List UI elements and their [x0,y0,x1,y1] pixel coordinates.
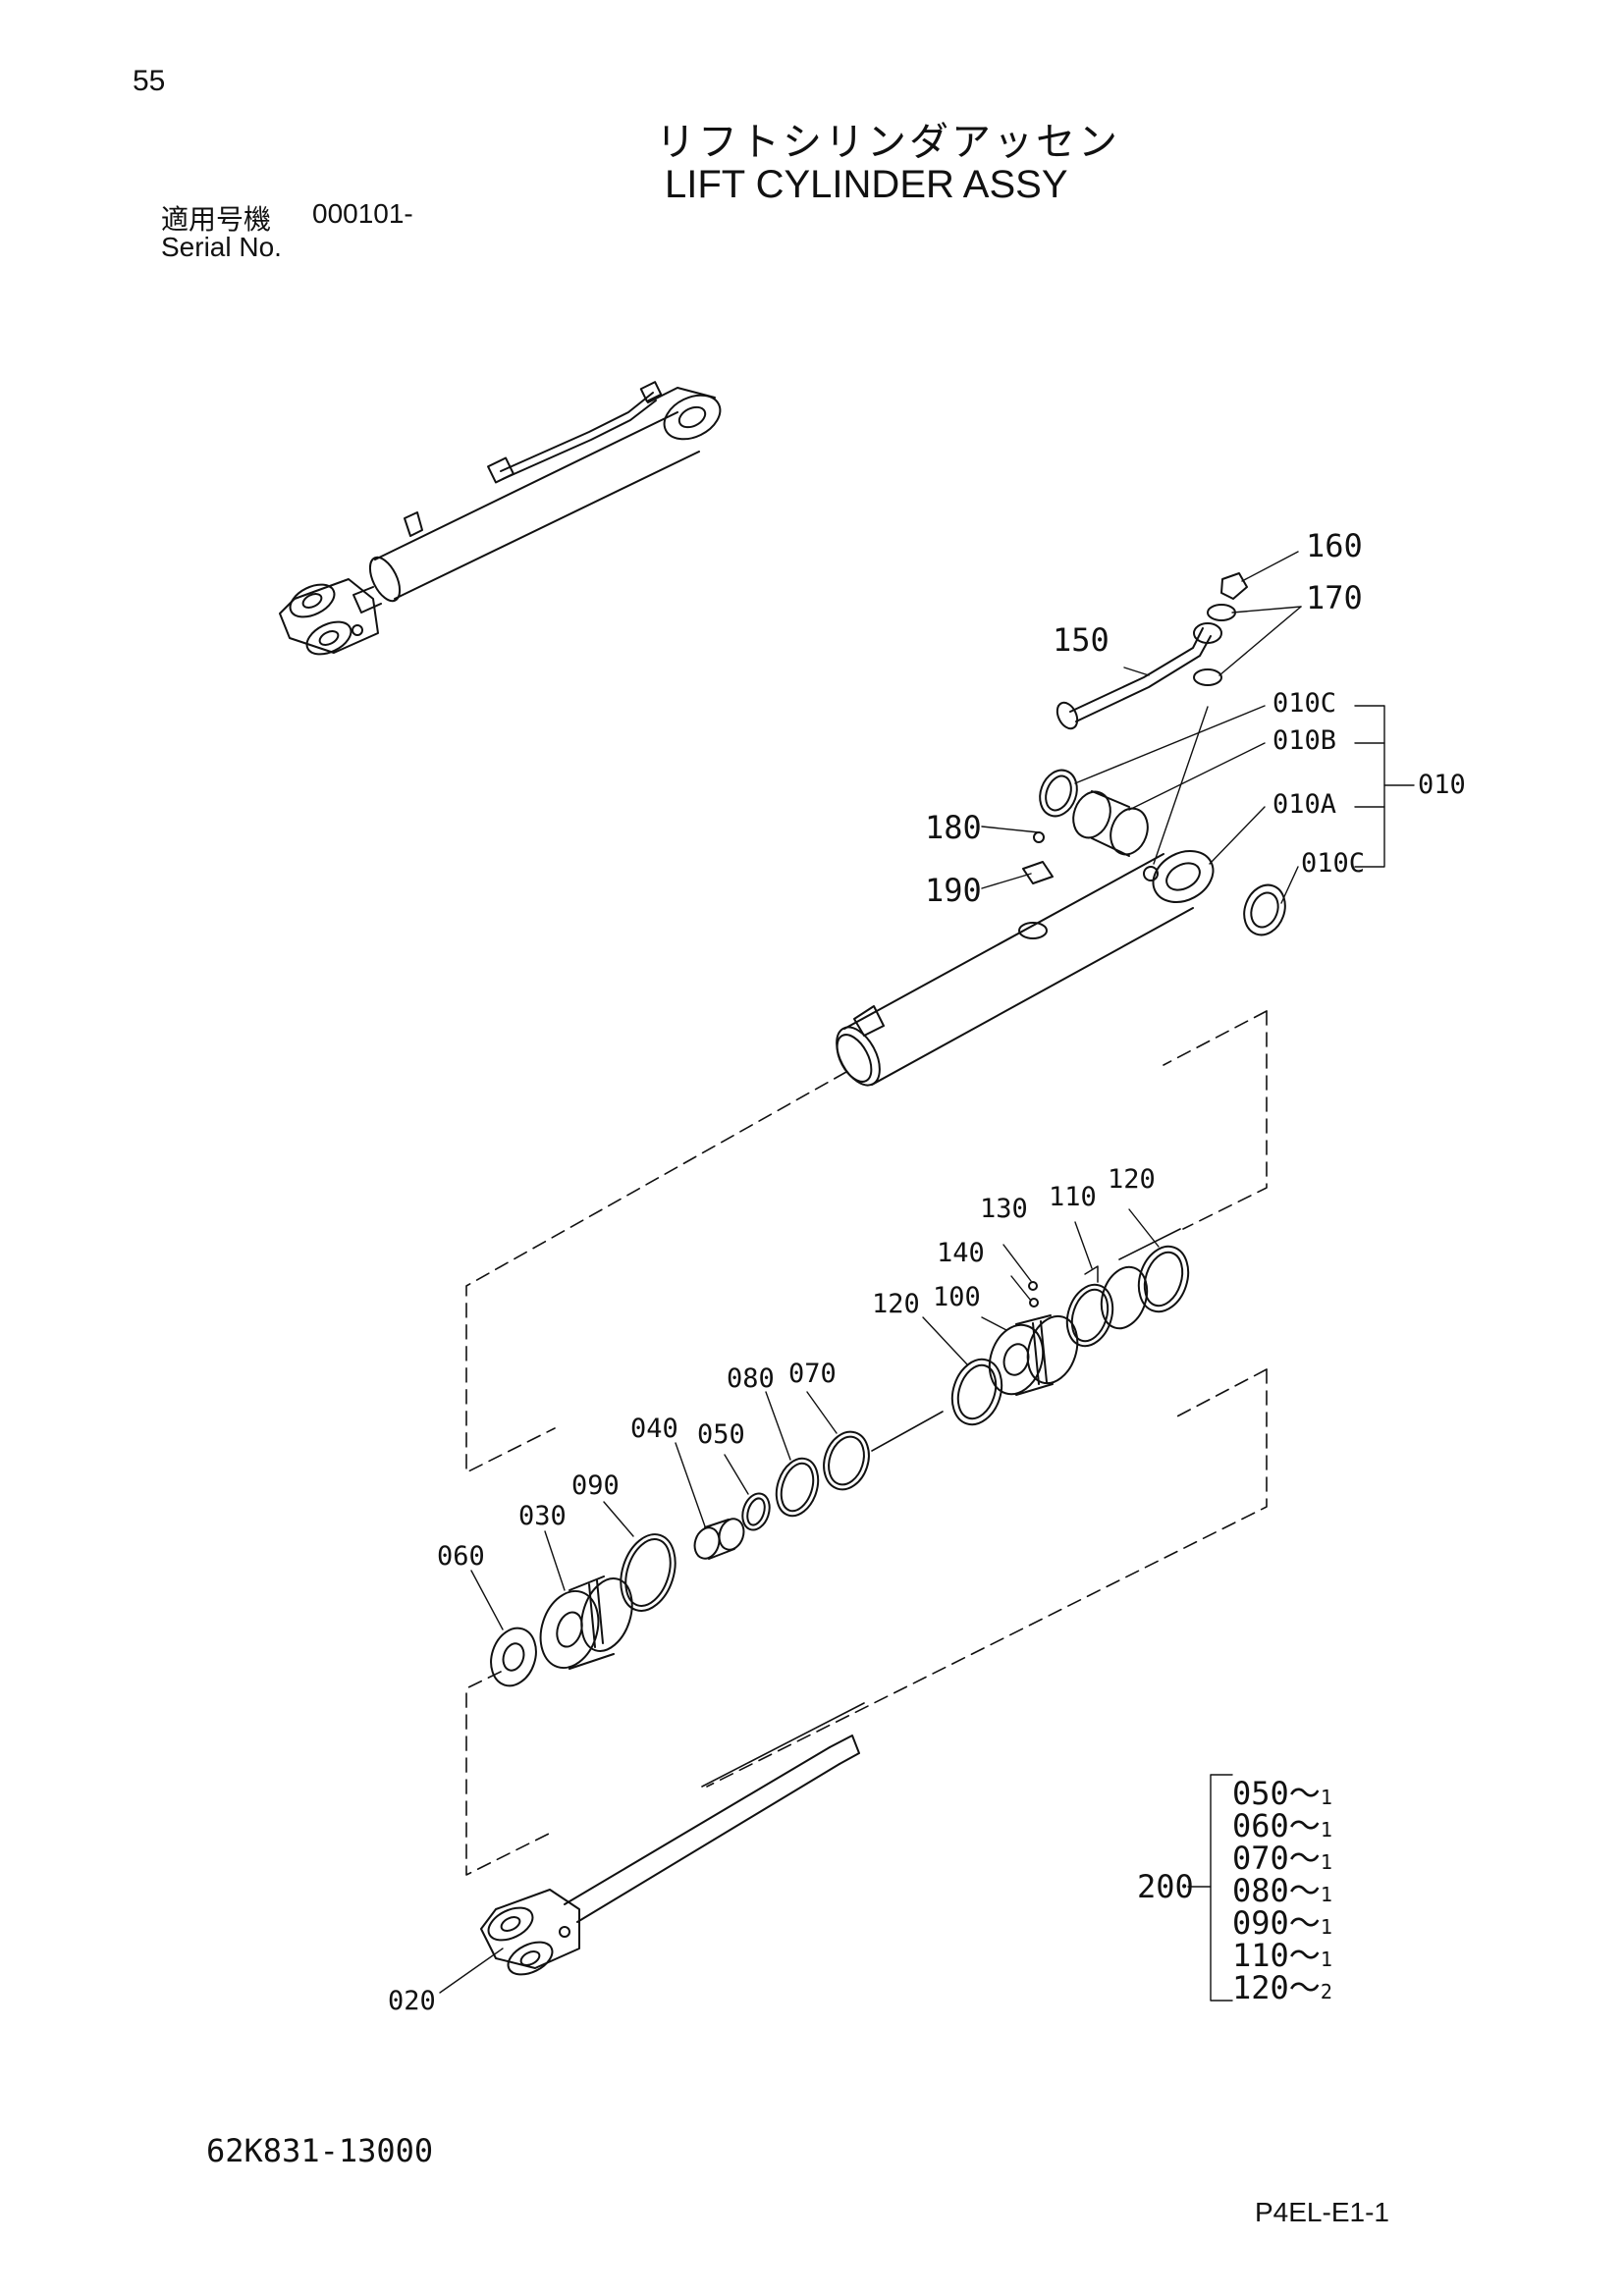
callout-120-right: 120 [1108,1164,1156,1195]
callout-170: 170 [1306,579,1363,616]
callout-030: 030 [518,1501,567,1531]
seal-010c-lower [1243,883,1286,936]
part-code: 62K831-13000 [206,2132,434,2169]
piston-rod-020 [480,1735,860,1976]
ring-110-a [1065,1283,1114,1348]
seal-kit-item-050: 050～1 [1232,1775,1332,1812]
callout-010a: 010A [1272,789,1336,820]
ring-080 [775,1457,820,1518]
callout-180: 180 [925,809,982,846]
seal-050 [741,1492,771,1531]
seal-kit-item-070: 070～1 [1232,1840,1332,1877]
rod-cover-030 [539,1575,633,1670]
callout-120-left: 120 [872,1289,920,1319]
callout-090: 090 [571,1470,620,1501]
seal-kit-item-120: 120～2 [1232,1969,1332,2006]
ring-120-right [1137,1245,1190,1313]
assembly-guide-lines [465,1010,1268,1876]
grease-nipple-180 [1033,831,1045,843]
callout-040: 040 [630,1414,678,1444]
callout-150: 150 [1053,621,1110,659]
cylinder-tube-010a [836,850,1215,1087]
page-title-japanese: リフトシリンダアッセン [656,120,1120,165]
ring-110-b [1100,1265,1149,1330]
wiper-060 [490,1627,537,1687]
serial-number-value: 000101- [312,198,413,229]
oring-070 [823,1430,870,1491]
callout-100: 100 [933,1282,981,1312]
page-title-english: LIFT CYLINDER ASSY [665,163,1068,206]
callout-labels: 160 170 150 010C 010B 010 010A 010C 180 … [388,527,1466,2016]
callout-140: 140 [937,1238,985,1268]
callout-010c-bottom: 010C [1301,848,1365,879]
serial-label-japanese: 適用号機 [161,203,272,236]
seal-kit-item-060: 060～1 [1232,1807,1332,1844]
callout-060: 060 [437,1541,485,1572]
ring-120-left [950,1358,1003,1426]
oring-090 [620,1533,677,1612]
oring-170-upper [1207,604,1236,621]
assembly-solid-lines [701,1228,1181,1788]
callout-050: 050 [697,1419,745,1450]
callout-130: 130 [980,1194,1028,1224]
pipe-assembly [1056,572,1248,730]
piston-100 [988,1314,1079,1396]
callout-010c-top: 010C [1272,688,1336,719]
assembled-cylinder-overview [279,381,722,656]
seal-kit-item-080: 080～1 [1232,1872,1332,1909]
ball-130 [1028,1281,1038,1291]
serial-label-english: Serial No. [161,232,282,262]
leader-lines [439,551,1415,2002]
seal-010c-upper [1039,769,1078,818]
callout-110: 110 [1049,1182,1097,1212]
callout-010: 010 [1418,770,1466,800]
tube-boss [1018,922,1048,939]
callout-190: 190 [925,872,982,909]
seal-kit-item-090: 090～1 [1232,1904,1332,1942]
seal-kit-item-110: 110～1 [1232,1937,1332,1974]
callout-160: 160 [1306,527,1363,564]
bushing-040 [693,1518,745,1560]
grease-fitting-190 [1022,861,1054,884]
screw-140 [1029,1298,1039,1308]
callout-010b: 010B [1272,725,1336,756]
oring-170-lower [1193,668,1222,686]
seal-kit-bracket [1210,1774,1233,2002]
bushing-010b [1072,790,1149,857]
page-reference: P4EL-E1-1 [1255,2197,1389,2227]
callout-070: 070 [788,1359,837,1389]
plug-160 [1220,572,1248,600]
callout-200: 200 [1137,1868,1194,1905]
page-number: 55 [133,65,166,97]
callout-080: 080 [727,1363,775,1394]
callout-020: 020 [388,1986,436,2016]
